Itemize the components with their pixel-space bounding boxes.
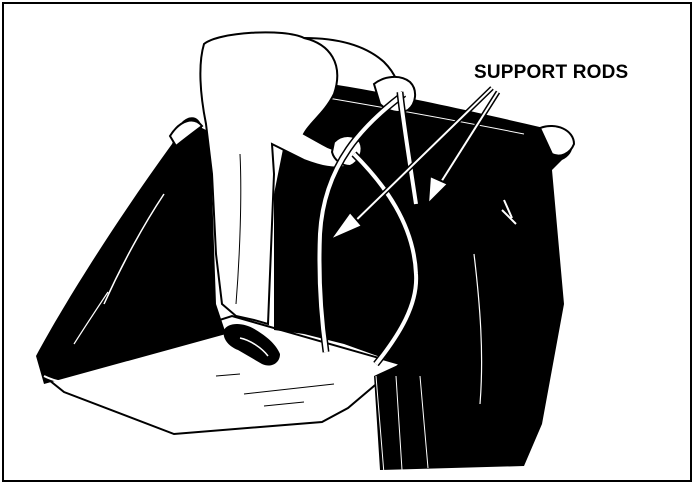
right-tarp-panel [274, 78, 573, 470]
illustration-frame: SUPPORT RODS [2, 2, 692, 482]
shoes [223, 324, 280, 366]
line-art-illustration [36, 31, 576, 475]
arrow-icon [426, 90, 501, 207]
arrow-icon [327, 86, 494, 243]
support-rods-callout: SUPPORT RODS [474, 62, 629, 83]
